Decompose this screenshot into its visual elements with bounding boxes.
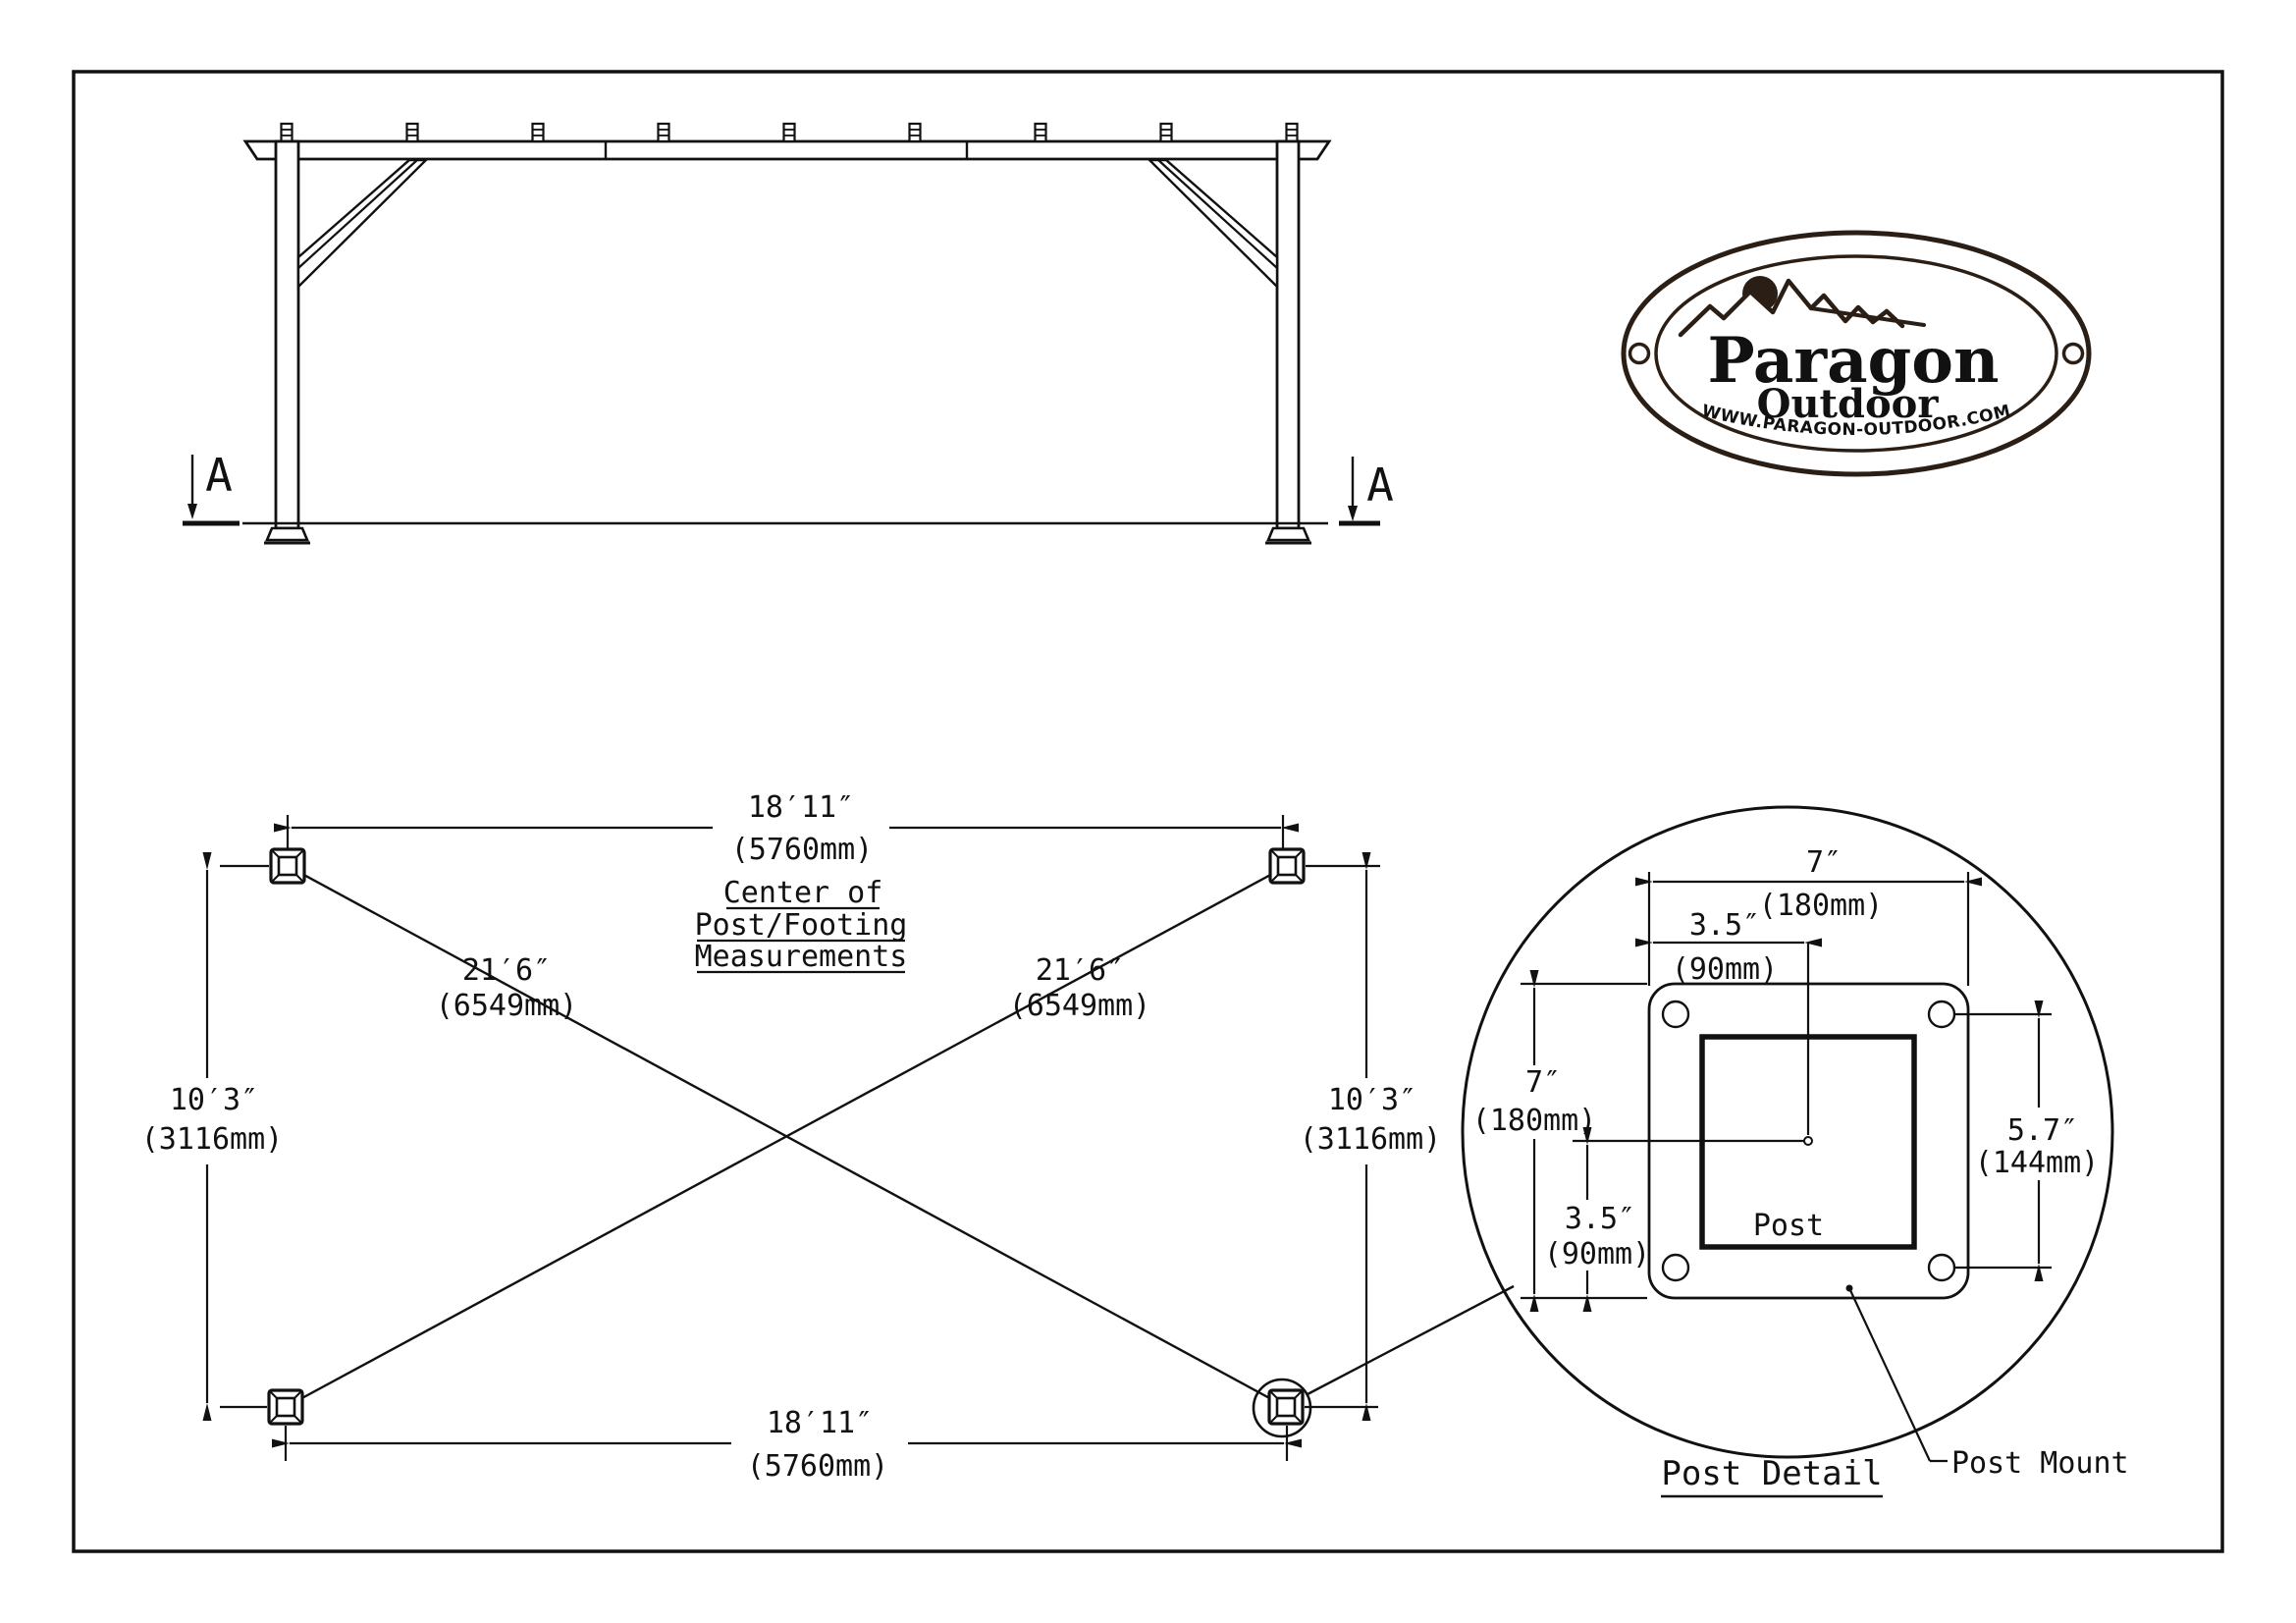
plan-view xyxy=(202,815,1515,1461)
rafter-tail xyxy=(405,122,419,143)
logo-rivet-right-icon xyxy=(2061,342,2085,365)
plan-note-line-3: Measurements xyxy=(695,940,908,974)
dim-bottom-imperial: 18′11″ xyxy=(767,1406,873,1440)
detail-leader-line xyxy=(1307,1284,1515,1396)
rafter-tail xyxy=(280,122,294,143)
brand-logo: Paragon Outdoor WWW.PARAGON-OUTDOOR.COM xyxy=(1621,230,2092,477)
dim-right-imperial: 10′3″ xyxy=(1328,1083,1416,1117)
logo-sub-brand-text: Outdoor xyxy=(1757,381,1940,427)
dim-top xyxy=(274,815,1299,848)
rafter-tail xyxy=(1285,122,1299,143)
detail-circle xyxy=(1461,805,2114,1459)
bolt-hole xyxy=(1661,1253,1690,1282)
detail-width-imperial: 7″ xyxy=(1806,845,1842,880)
detail-height-metric: (180mm) xyxy=(1472,1104,1596,1138)
dim-right xyxy=(1305,852,1380,1421)
rafter-tail xyxy=(782,122,796,143)
dim-right-metric: (3116mm) xyxy=(1300,1122,1442,1157)
left-post xyxy=(274,139,300,530)
dim-diagonal-right-imperial: 21′6″ xyxy=(1036,953,1124,988)
down-arrow-icon xyxy=(187,504,197,519)
dim-left xyxy=(202,852,269,1421)
detail-dim-bolt-spacing xyxy=(1955,1001,2052,1281)
bolt-hole xyxy=(1927,1000,1956,1029)
logo-inner-oval xyxy=(1654,254,2058,453)
detail-height-imperial: 7″ xyxy=(1525,1065,1561,1100)
detail-half-height-imperial: 3.5″ xyxy=(1565,1202,1635,1236)
post-symbol-bottom-left xyxy=(267,1388,304,1426)
right-post-foot xyxy=(1265,526,1311,545)
elevation-view xyxy=(183,122,1380,545)
mountain-sun-icon xyxy=(1678,276,1926,338)
dim-diagonal-left-imperial: 21′6″ xyxy=(462,953,551,988)
beam xyxy=(242,139,1332,161)
detail-bolt-spacing-metric: (144mm) xyxy=(1975,1146,2099,1180)
post-symbol-top-left xyxy=(269,847,306,885)
detail-dim-width xyxy=(1635,872,1982,986)
rafter-tail xyxy=(531,122,545,143)
dim-left-imperial: 10′3″ xyxy=(170,1083,258,1117)
left-knee-brace xyxy=(296,158,429,290)
sheet-border xyxy=(72,70,2224,1553)
dim-bottom-metric: (5760mm) xyxy=(747,1449,889,1484)
detail-bolt-spacing-imperial: 5.7″ xyxy=(2007,1113,2078,1148)
left-post-foot xyxy=(264,526,310,545)
rafter-tail xyxy=(657,122,670,143)
dim-top-metric: (5760mm) xyxy=(731,833,874,867)
detail-title: Post Detail xyxy=(1661,1454,1882,1493)
dim-diagonal-right-metric: (6549mm) xyxy=(1009,989,1151,1023)
plan-note-line-1: Center of xyxy=(723,876,883,910)
post-symbol-bottom-right xyxy=(1267,1388,1305,1426)
rafter-tail xyxy=(1159,122,1173,143)
detail-half-height-metric: (90mm) xyxy=(1544,1237,1650,1271)
section-letter-right: A xyxy=(1366,459,1394,512)
detail-dim-half-height xyxy=(1573,1127,1804,1312)
logo-rivet-left-icon xyxy=(1628,342,1651,365)
dim-left-metric: (3116mm) xyxy=(141,1122,284,1157)
right-knee-brace xyxy=(1147,158,1279,290)
section-marker-left xyxy=(187,455,197,519)
center-point xyxy=(1803,1136,1813,1146)
detail-half-width-imperial: 3.5″ xyxy=(1689,908,1760,943)
rafter-tail xyxy=(1034,122,1047,143)
section-marker-right xyxy=(1348,457,1358,521)
post-mount-leader xyxy=(1845,1284,1948,1463)
post-mount-label: Post Mount xyxy=(1951,1446,2129,1481)
dim-diagonal-left-metric: (6549mm) xyxy=(436,989,578,1023)
diagonal-brace-line xyxy=(285,864,1288,1409)
post-label: Post xyxy=(1753,1209,1824,1243)
detail-dim-half-width xyxy=(1635,938,1822,1135)
rafter-tail xyxy=(908,122,922,143)
post-detail-view xyxy=(1461,805,2114,1498)
logo-brand-text: Paragon xyxy=(1707,324,1999,398)
logo-outer-oval xyxy=(1621,230,2092,477)
dim-bottom xyxy=(272,1426,1302,1461)
bolt-hole xyxy=(1927,1253,1956,1282)
down-arrow-icon xyxy=(1348,506,1358,521)
detail-width-metric: (180mm) xyxy=(1759,889,1883,923)
dim-top-imperial: 18′11″ xyxy=(748,790,854,825)
post-symbol-top-right xyxy=(1268,847,1306,885)
bolt-hole xyxy=(1661,1000,1690,1029)
plan-note-line-2: Post/Footing xyxy=(695,908,908,943)
detail-half-width-metric: (90mm) xyxy=(1672,952,1778,987)
right-post xyxy=(1275,139,1301,530)
section-letter-left: A xyxy=(205,449,233,502)
